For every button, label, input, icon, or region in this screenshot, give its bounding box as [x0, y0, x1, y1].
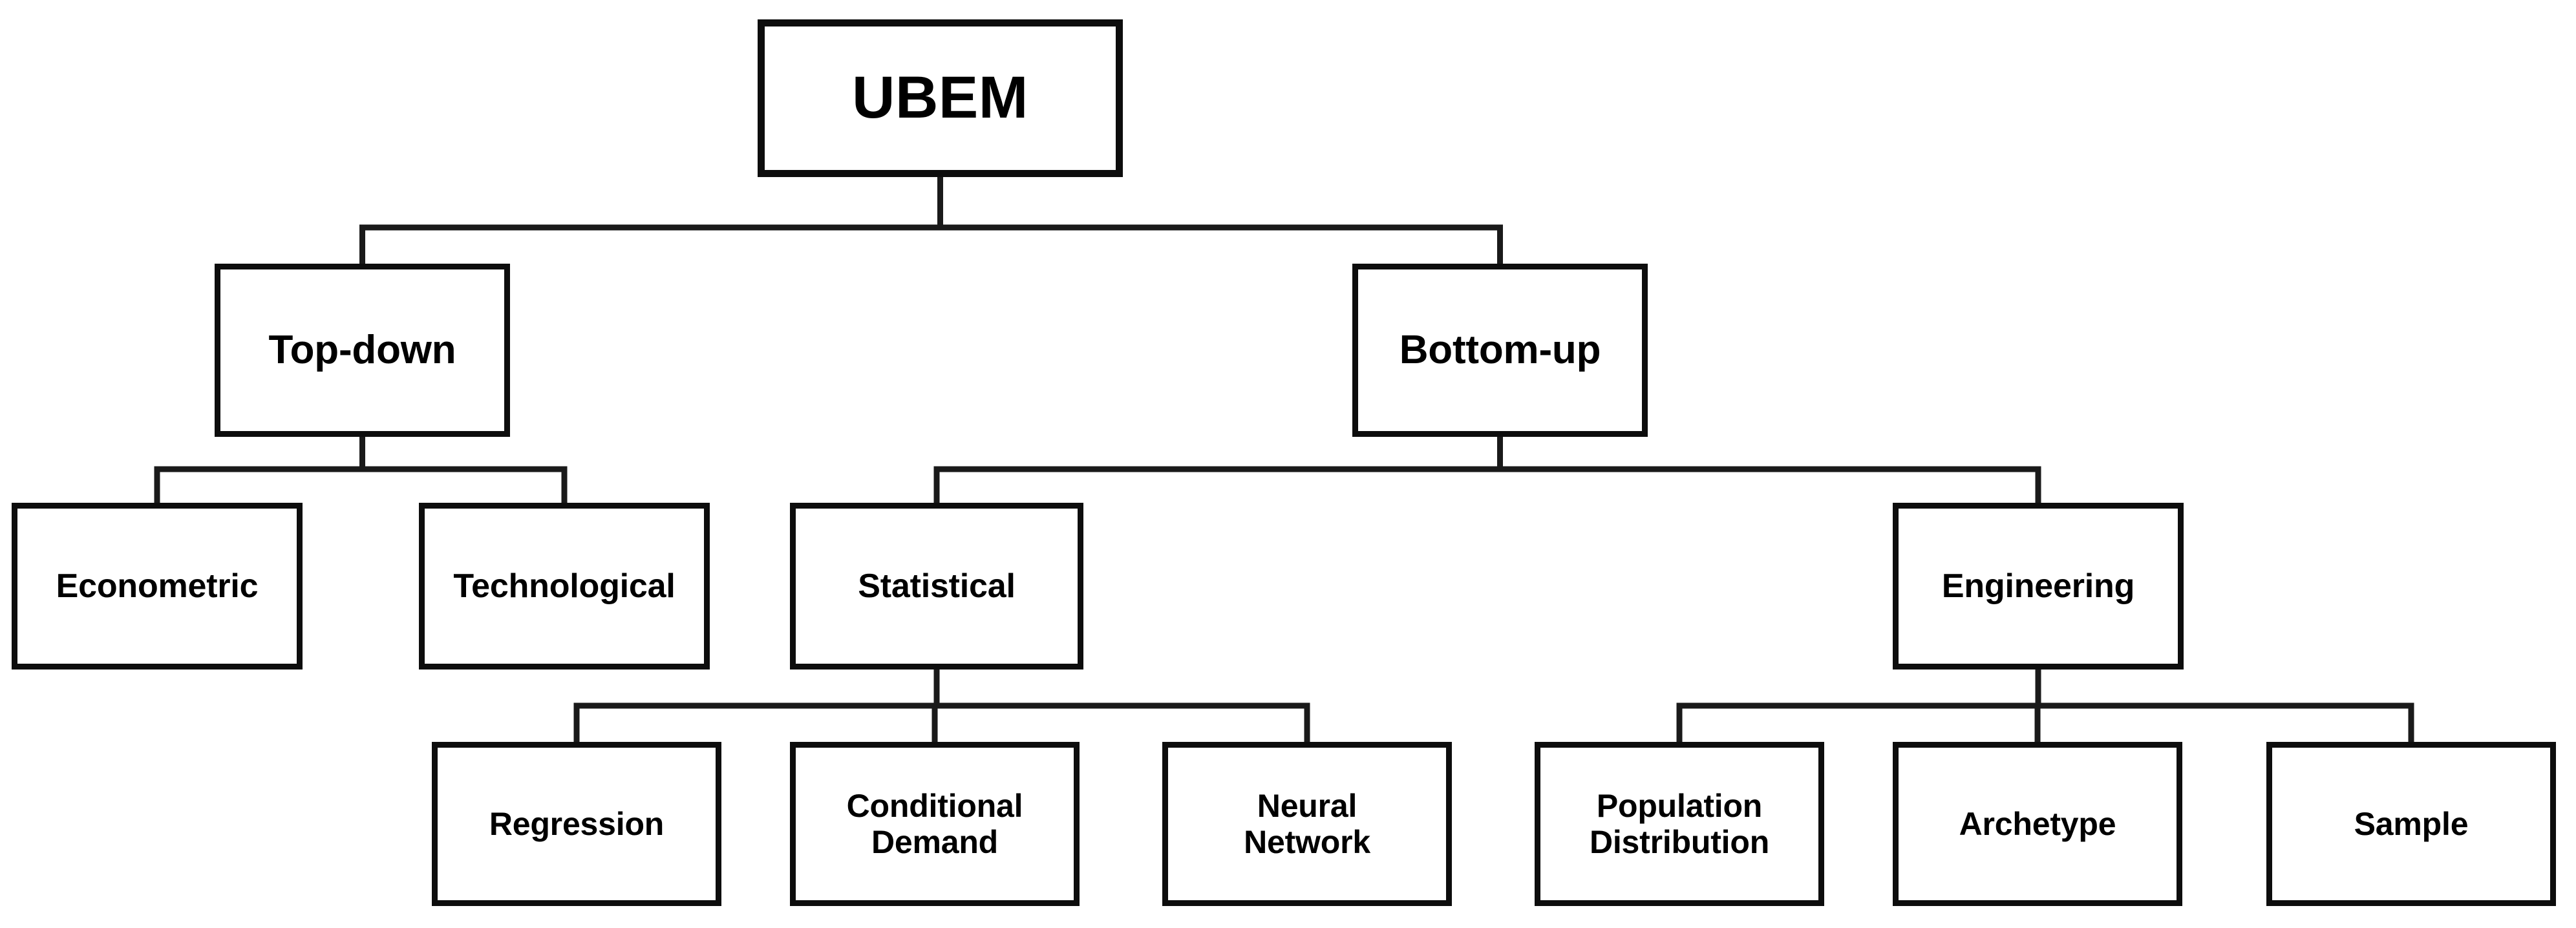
node-label-neuralnet: Neural Network [1244, 788, 1370, 860]
node-econometric[interactable]: Econometric [12, 503, 303, 670]
node-regression[interactable]: Regression [432, 742, 721, 906]
node-label-topdown: Top-down [268, 328, 456, 373]
node-label-popdist: Population Distribution [1589, 788, 1770, 860]
node-label-bottomup: Bottom-up [1399, 328, 1601, 373]
node-label-ubem: UBEM [852, 65, 1028, 131]
node-statistical[interactable]: Statistical [790, 503, 1083, 670]
node-label-technological: Technological [453, 567, 676, 605]
node-topdown[interactable]: Top-down [215, 264, 510, 437]
node-conddemand[interactable]: Conditional Demand [790, 742, 1080, 906]
node-label-statistical: Statistical [858, 567, 1016, 605]
node-ubem[interactable]: UBEM [758, 19, 1123, 177]
node-label-engineering: Engineering [1941, 567, 2135, 605]
node-technological[interactable]: Technological [419, 503, 710, 670]
node-label-sample: Sample [2354, 806, 2469, 842]
node-neuralnet[interactable]: Neural Network [1162, 742, 1452, 906]
node-label-conddemand: Conditional Demand [846, 788, 1023, 860]
node-label-econometric: Econometric [56, 567, 259, 605]
node-popdist[interactable]: Population Distribution [1535, 742, 1824, 906]
node-label-regression: Regression [489, 806, 665, 842]
node-engineering[interactable]: Engineering [1893, 503, 2184, 670]
node-archetype[interactable]: Archetype [1893, 742, 2182, 906]
node-bottomup[interactable]: Bottom-up [1352, 264, 1648, 437]
node-label-archetype: Archetype [1959, 806, 2116, 842]
node-sample[interactable]: Sample [2266, 742, 2556, 906]
